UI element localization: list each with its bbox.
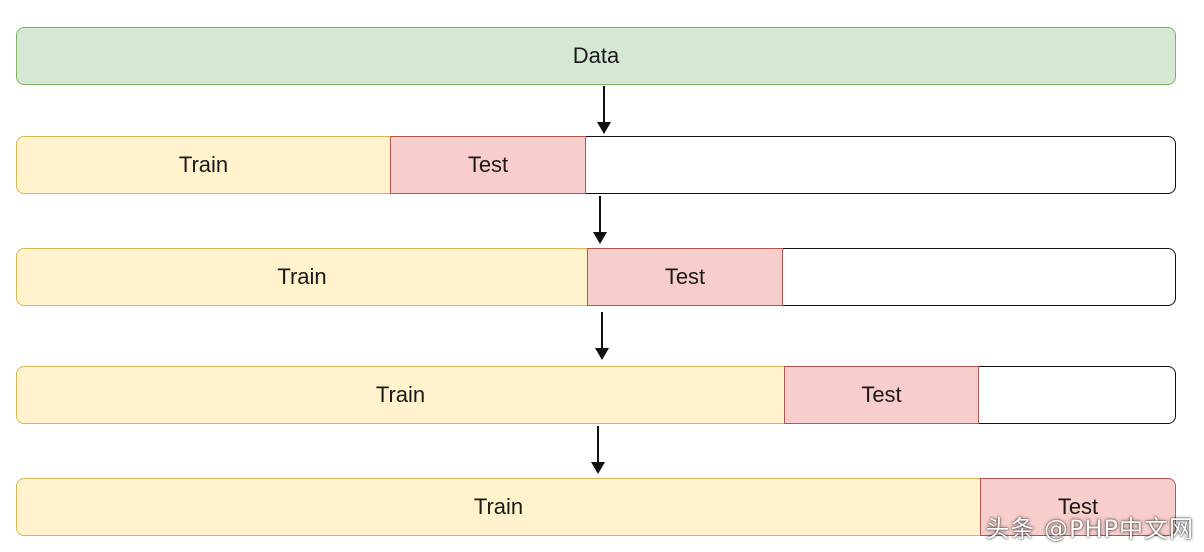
test-segment: Test (587, 248, 783, 306)
test-label: Test (861, 382, 902, 407)
test-label: Test (467, 152, 509, 177)
train-segment: Train (16, 366, 784, 424)
data-label: Data (572, 43, 620, 68)
remaining-segment (979, 366, 1176, 424)
test-segment: Test (784, 366, 979, 424)
watermark-text: 头条 @PHP中文网 (985, 515, 1194, 543)
train-segment: Train (16, 136, 390, 194)
train-label: Train (178, 152, 229, 177)
down-arrow-icon (595, 312, 609, 360)
test-label: Test (1057, 494, 1099, 519)
remaining-segment (783, 248, 1176, 306)
down-arrow-icon (593, 196, 607, 244)
test-label: Test (664, 264, 706, 289)
data-box: Data (16, 27, 1176, 85)
down-arrow-icon (597, 86, 611, 134)
test-segment: Test (980, 478, 1176, 536)
train-label: Train (375, 382, 426, 407)
train-label: Train (473, 494, 524, 519)
train-label: Train (277, 264, 327, 289)
remaining-segment (586, 136, 1176, 194)
test-segment: Test (390, 136, 586, 194)
down-arrow-icon (591, 426, 605, 474)
train-segment: Train (16, 248, 587, 306)
train-segment: Train (16, 478, 980, 536)
